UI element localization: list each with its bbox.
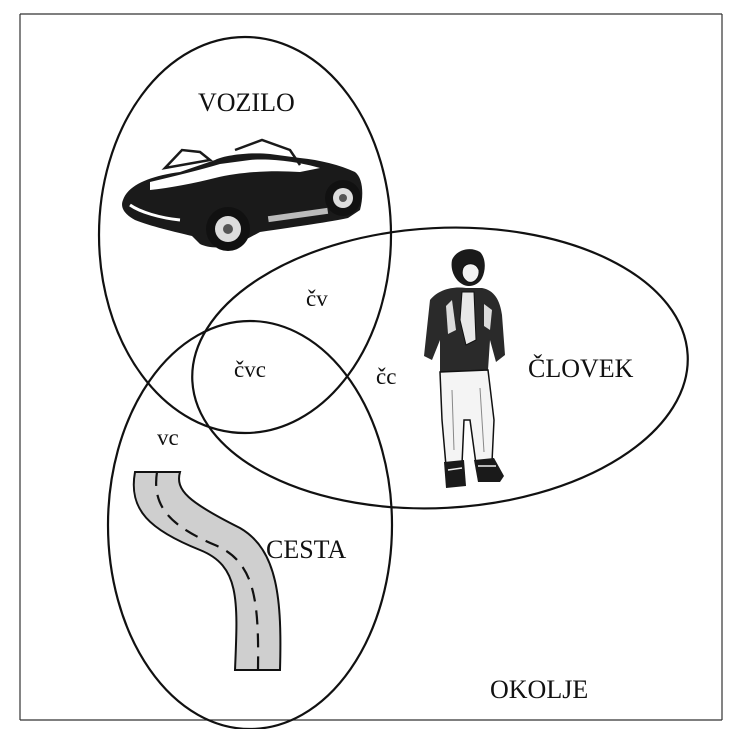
vehicle-road-intersection-label: vc	[157, 425, 179, 450]
human-vehicle-road-intersection-label: čvc	[234, 357, 266, 382]
road-illustration	[134, 472, 281, 670]
vehicle-set-label: VOZILO	[198, 88, 295, 117]
human-road-intersection-label: čc	[376, 364, 396, 389]
car-illustration	[122, 140, 362, 251]
human-vehicle-intersection-label: čv	[306, 286, 328, 311]
human-set-label: ČLOVEK	[528, 354, 634, 383]
environment-label: OKOLJE	[490, 675, 588, 704]
person-illustration	[424, 249, 505, 488]
road-set-label: CESTA	[266, 535, 346, 564]
